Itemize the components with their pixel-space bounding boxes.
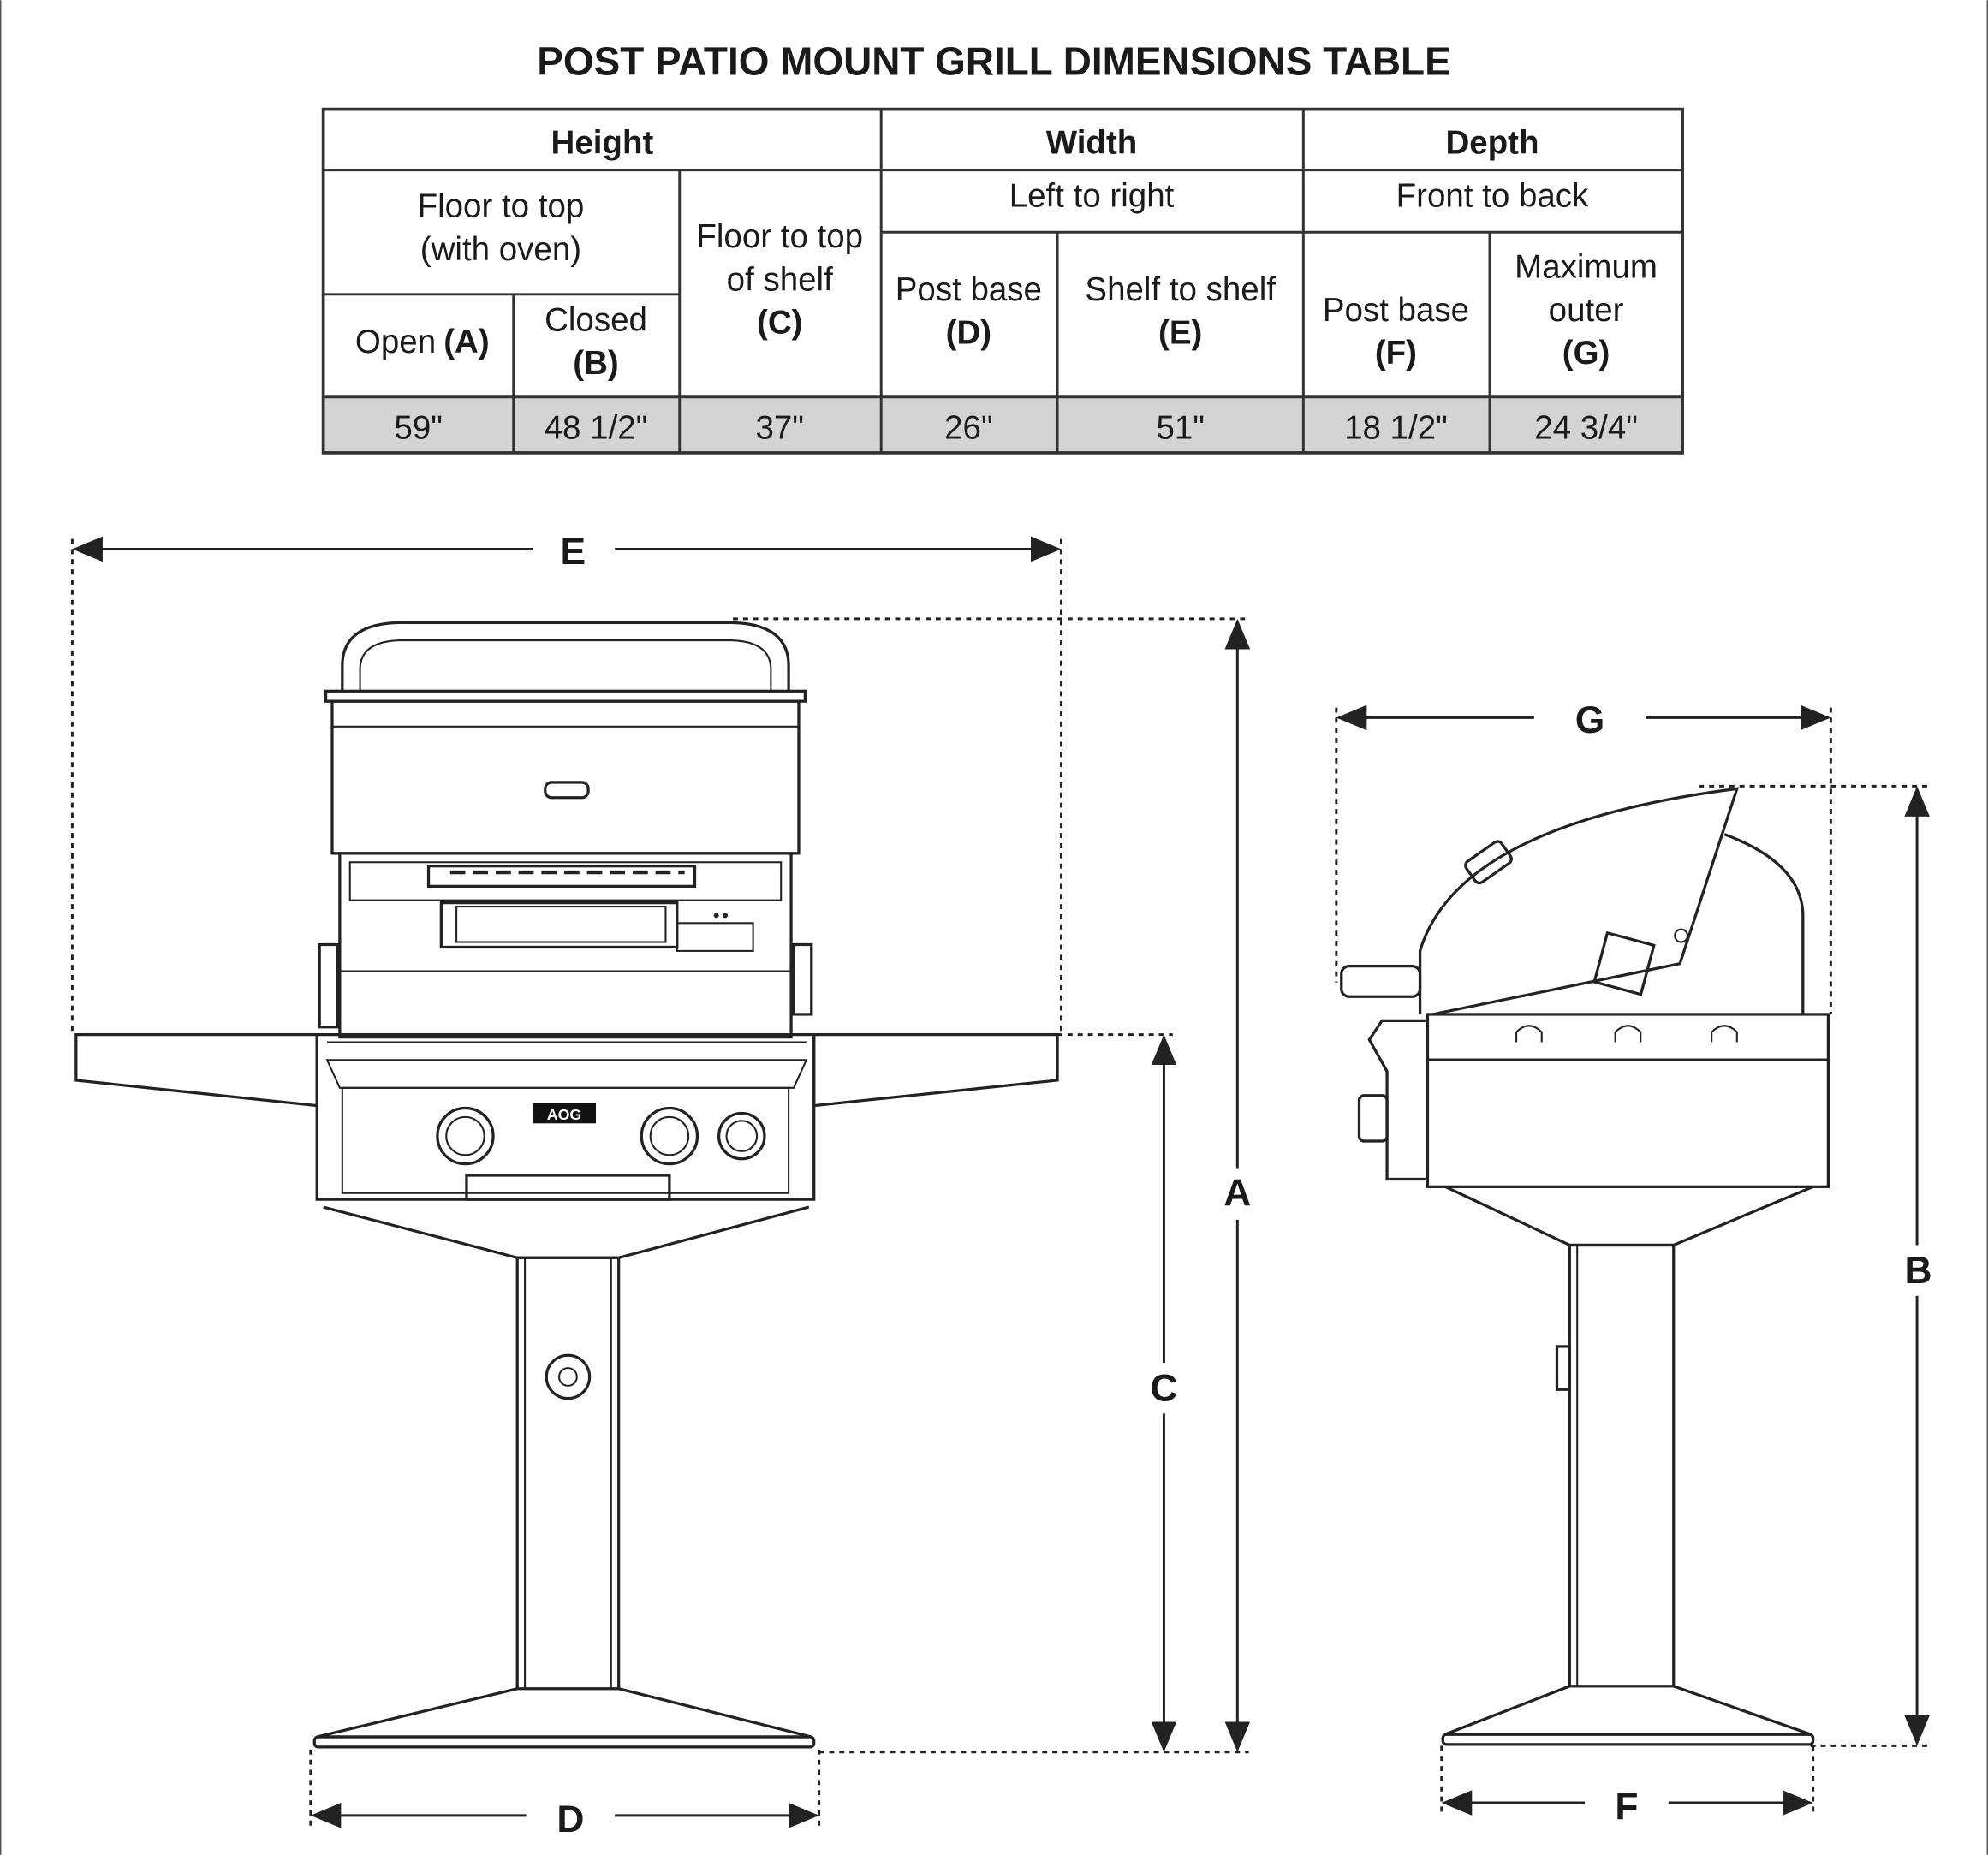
shelf-height-label: Floor to top xyxy=(696,218,863,255)
header-height: Height xyxy=(551,124,654,161)
with-oven-label: (with oven) xyxy=(420,231,581,268)
dimension-label-d: D xyxy=(557,1799,584,1840)
maximum-outer-code: (G) xyxy=(1562,335,1610,372)
dimension-label-e: E xyxy=(561,531,586,573)
outer-label: outer xyxy=(1549,292,1624,329)
shelf-to-shelf-label: Shelf to shelf xyxy=(1085,271,1276,308)
dimension-label-b: B xyxy=(1905,1250,1932,1292)
depth-post-base-label: Post base xyxy=(1323,292,1469,329)
maximum-label: Maximum xyxy=(1515,249,1658,286)
dimensions-table: Height Width Depth Floor to top (with ov… xyxy=(321,107,1684,455)
dimension-label-c: C xyxy=(1150,1368,1177,1410)
value-g: 24 3/4" xyxy=(1534,410,1638,447)
page-title: POST PATIO MOUNT GRILL DIMENSIONS TABLE xyxy=(537,39,1450,84)
dimension-lines: E A C D G B F xyxy=(70,531,1932,1840)
value-c: 37" xyxy=(755,410,804,447)
closed-code: (B) xyxy=(573,345,618,382)
aog-logo xyxy=(532,1103,597,1124)
header-width: Width xyxy=(1046,124,1138,161)
dimension-label-a: A xyxy=(1223,1173,1251,1215)
front-view-grill: AOG xyxy=(74,621,1059,1749)
aog-logo-text: AOG xyxy=(547,1106,581,1123)
width-post-base-code: (D) xyxy=(946,315,991,352)
dimension-label-f: F xyxy=(1615,1786,1638,1828)
header-depth: Depth xyxy=(1445,124,1539,161)
floor-to-top-label: Floor to top xyxy=(418,187,585,224)
open-label: Open xyxy=(355,324,436,360)
open-code: (A) xyxy=(443,324,489,360)
depth-post-base-code: (F) xyxy=(1375,335,1417,372)
shelf-height-code: (C) xyxy=(757,305,802,342)
left-to-right-label: Left to right xyxy=(1009,178,1175,215)
values-row-bg xyxy=(323,396,1683,453)
dimension-label-g: G xyxy=(1575,699,1605,741)
width-post-base-label: Post base xyxy=(896,271,1042,308)
side-view-grill xyxy=(1340,787,1830,1746)
value-b: 48 1/2" xyxy=(545,410,648,447)
front-to-back-label: Front to back xyxy=(1396,178,1589,215)
shelf-height-label-2: of shelf xyxy=(727,261,833,298)
value-f: 18 1/2" xyxy=(1344,410,1448,447)
shelf-to-shelf-code: (E) xyxy=(1158,315,1202,352)
closed-label: Closed xyxy=(545,302,647,339)
value-e: 51" xyxy=(1156,410,1205,447)
value-a: 59" xyxy=(394,410,443,447)
value-d: 26" xyxy=(944,410,993,447)
